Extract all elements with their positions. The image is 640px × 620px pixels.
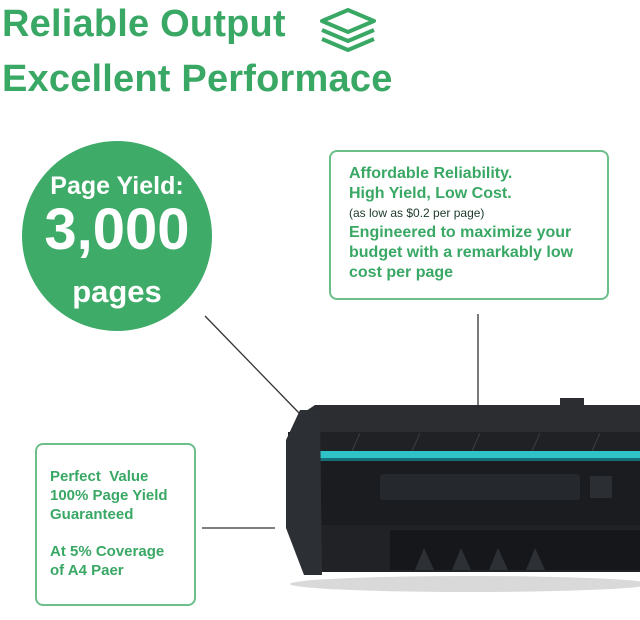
headline-line-1: Reliable Output — [2, 3, 286, 45]
cartridge-upper-body — [288, 432, 640, 452]
callout-left-line-3: Guaranteed — [50, 506, 134, 523]
cartridge-drum-stripe — [296, 451, 640, 458]
callout-left-line-2: 100% Page Yield — [50, 487, 168, 504]
cartridge-drum-shade — [296, 458, 640, 461]
callout-right-line-2: High Yield, Low Cost. — [349, 185, 512, 202]
cartridge-grip-panel — [390, 530, 640, 570]
callout-right-note: (as low as $0.2 per page) — [349, 206, 485, 220]
callout-left-spacer — [50, 524, 188, 542]
cartridge-end-cap — [286, 410, 322, 575]
cartridge-handle — [380, 474, 580, 500]
badge-leader-line — [204, 315, 301, 415]
headline-line-2: Excellent Performace — [2, 58, 393, 100]
callout-left-line-4: At 5% Coverage — [50, 543, 165, 560]
callout-right-line-1: Affordable Reliability. — [349, 165, 513, 182]
cartridge-side-tab — [590, 476, 612, 498]
page-yield-number: 3,000 — [44, 197, 190, 262]
cartridge-clip — [560, 398, 584, 408]
cartridge-ribs — [351, 432, 601, 452]
cartridge-shadow — [290, 576, 640, 592]
callout-left-line-1: Perfect Value — [50, 468, 149, 485]
page-yield-badge: Page Yield: 3,000 pages — [22, 141, 212, 331]
cartridge-lower-body — [292, 525, 640, 572]
perfect-value-callout: Perfect Value 100% Page Yield Guaranteed… — [35, 443, 196, 606]
cartridge-middle-body — [286, 461, 640, 525]
callout-right-body: Engineered to maximize your budget with … — [349, 224, 574, 281]
page-yield-label: Page Yield: — [50, 172, 184, 200]
cartridge-grip-fins — [415, 548, 545, 570]
layers-icon — [320, 8, 376, 52]
cartridge-lid — [300, 405, 640, 432]
page-yield-unit: pages — [72, 274, 162, 309]
callout-left-line-5: of A4 Paer — [50, 562, 124, 579]
affordable-reliability-callout: Affordable Reliability. High Yield, Low … — [329, 150, 609, 300]
